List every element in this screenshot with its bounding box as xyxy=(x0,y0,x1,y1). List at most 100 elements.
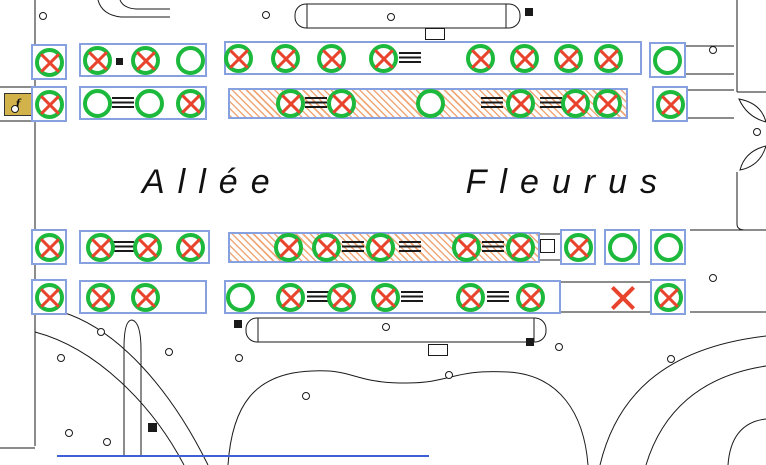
felled-tree-symbol xyxy=(133,233,162,262)
felled-tree-symbol xyxy=(506,233,535,262)
tree-grate-symbol xyxy=(540,97,562,110)
tree-grate-symbol xyxy=(482,241,504,254)
felled-tree-symbol xyxy=(516,283,545,312)
point-marker xyxy=(116,58,123,65)
felled-tree-symbol xyxy=(554,44,583,73)
felled-tree-symbol xyxy=(86,283,115,312)
marker-glyph: f xyxy=(15,96,21,112)
felled-tree-symbol xyxy=(176,233,205,262)
street-name-word-2: Fleurus xyxy=(465,163,670,201)
felled-tree-symbol xyxy=(35,233,64,262)
felled-tree-symbol xyxy=(608,283,637,312)
survey-point xyxy=(382,323,390,331)
felled-tree-symbol xyxy=(327,283,356,312)
felled-tree-symbol xyxy=(271,44,300,73)
felled-tree-symbol xyxy=(317,44,346,73)
bottom-lawn-outline xyxy=(227,370,589,465)
point-marker xyxy=(148,423,157,432)
bottom-left-lawn-outline xyxy=(34,311,209,465)
tree-grate-symbol xyxy=(342,241,364,254)
tree-grate-symbol xyxy=(401,291,423,304)
felled-tree-symbol xyxy=(466,44,495,73)
survey-point xyxy=(11,105,19,113)
felled-tree-symbol xyxy=(371,283,400,312)
tree-grate-symbol xyxy=(112,97,134,110)
tree-grate-symbol xyxy=(487,291,509,304)
tree-symbol xyxy=(176,46,205,75)
tree-grate-symbol xyxy=(481,97,503,110)
felled-tree-symbol xyxy=(654,283,683,312)
felled-tree-symbol xyxy=(452,233,481,262)
survey-point xyxy=(97,328,105,336)
tree-grate-symbol xyxy=(112,241,134,254)
felled-tree-symbol xyxy=(176,89,205,118)
felled-tree-symbol xyxy=(369,44,398,73)
top-left-corner-outline xyxy=(97,0,170,18)
felled-tree-symbol xyxy=(594,44,623,73)
street-name-word-1: Allée xyxy=(142,163,283,201)
utility-box xyxy=(425,28,445,40)
survey-point xyxy=(262,11,270,19)
survey-point xyxy=(235,354,243,362)
survey-point xyxy=(39,12,47,20)
felled-tree-symbol xyxy=(564,233,593,262)
felled-tree-symbol xyxy=(593,89,622,118)
tree-grate-symbol xyxy=(307,291,329,304)
felled-tree-symbol xyxy=(312,233,341,262)
top-planter-outline xyxy=(294,3,521,29)
tree-symbol xyxy=(416,89,445,118)
felled-tree-symbol xyxy=(274,233,303,262)
tree-grate-symbol xyxy=(305,97,327,110)
felled-tree-symbol xyxy=(83,46,112,75)
tree-grate-symbol xyxy=(399,52,421,65)
point-marker xyxy=(234,320,242,328)
survey-point xyxy=(103,438,111,446)
survey-point xyxy=(753,128,761,136)
survey-point xyxy=(65,429,73,437)
felled-tree-symbol xyxy=(506,89,535,118)
point-marker xyxy=(525,8,533,16)
right-curb-outline xyxy=(690,0,766,313)
survey-point xyxy=(445,371,453,379)
point-marker xyxy=(526,338,534,346)
street-label: Allée Fleurus xyxy=(142,163,670,202)
survey-marker-icon: f xyxy=(4,93,32,116)
utility-box xyxy=(540,239,555,253)
felled-tree-symbol xyxy=(456,283,485,312)
felled-tree-symbol xyxy=(276,89,305,118)
utility-box xyxy=(428,344,448,356)
felled-tree-symbol xyxy=(276,283,305,312)
survey-point xyxy=(709,46,717,54)
tree-symbol xyxy=(135,89,164,118)
survey-point xyxy=(667,355,675,363)
survey-point xyxy=(387,13,395,21)
tree-symbol xyxy=(226,283,255,312)
survey-point xyxy=(57,354,65,362)
felled-tree-symbol xyxy=(366,233,395,262)
tree-symbol xyxy=(83,89,112,118)
felled-tree-symbol xyxy=(561,89,590,118)
felled-tree-symbol xyxy=(35,283,64,312)
felled-tree-symbol xyxy=(656,90,685,119)
tree-grate-symbol xyxy=(399,241,421,254)
felled-tree-symbol xyxy=(35,90,64,119)
felled-tree-symbol xyxy=(35,48,64,77)
felled-tree-symbol xyxy=(510,44,539,73)
survey-point xyxy=(555,343,563,351)
bottom-planter-outline xyxy=(245,317,547,343)
felled-tree-symbol xyxy=(327,89,356,118)
survey-point xyxy=(302,392,310,400)
tree-symbol xyxy=(653,46,682,75)
boundary-line xyxy=(57,455,429,457)
felled-tree-symbol xyxy=(86,233,115,262)
bottom-right-lawn-outline xyxy=(599,335,766,465)
tree-symbol xyxy=(608,233,637,262)
felled-tree-symbol xyxy=(131,46,160,75)
survey-point xyxy=(709,274,717,282)
felled-tree-symbol xyxy=(131,283,160,312)
felled-tree-symbol xyxy=(224,44,253,73)
survey-point xyxy=(165,348,173,356)
